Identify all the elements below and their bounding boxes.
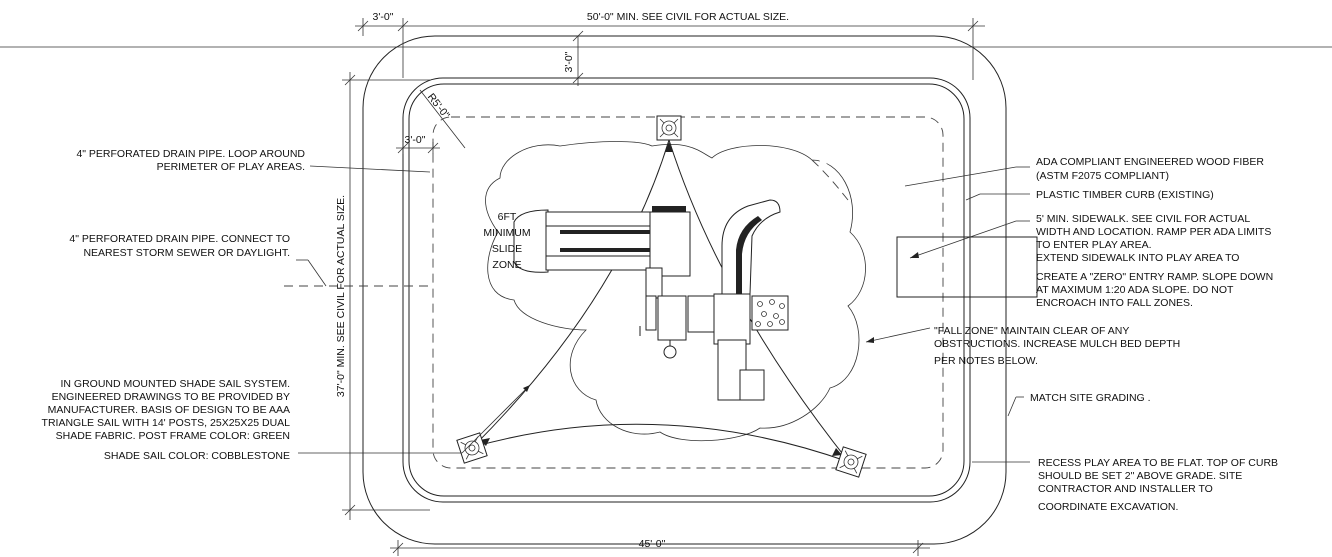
tower-connector — [687, 295, 717, 333]
spinner — [663, 345, 677, 359]
timber-curb-inner — [408, 83, 965, 497]
note-wood-fiber: ADA COMPLIANT ENGINEERED WOOD FIBER (AST… — [1036, 156, 1264, 182]
svg-text:MANUFACTURER. BASIS OF DESIGN: MANUFACTURER. BASIS OF DESIGN TO BE AAA — [48, 404, 290, 416]
svg-text:ENCROACH INTO FALL ZONES.: ENCROACH INTO FALL ZONES. — [1036, 297, 1193, 309]
shade-post-right — [835, 446, 867, 478]
sail-corner-top — [665, 142, 673, 152]
svg-text:EXTEND SIDEWALK INTO PLAY AREA: EXTEND SIDEWALK INTO PLAY AREA TO — [1036, 252, 1239, 264]
svg-text:WIDTH AND LOCATION. RAMP PER: WIDTH AND LOCATION. RAMP PER ADA LIMITS — [1036, 226, 1271, 238]
svg-text:ADA COMPLIANT ENGINEERED WOOD: ADA COMPLIANT ENGINEERED WOOD FIBER — [1036, 156, 1264, 168]
dim-curb-offset-top: 3'-0" — [563, 51, 575, 72]
svg-text:PER NOTES BELOW.: PER NOTES BELOW. — [934, 355, 1038, 367]
play-structure — [513, 199, 789, 401]
svg-text:TO ENTER PLAY AREA.: TO ENTER PLAY AREA. — [1036, 239, 1152, 251]
fall-zone-outline — [485, 141, 866, 442]
svg-text:TRIANGLE SAIL WITH 14' POSTS,: TRIANGLE SAIL WITH 14' POSTS, 25X25X25 D… — [42, 417, 291, 429]
slide-left — [513, 209, 653, 273]
svg-text:MINIMUM: MINIMUM — [483, 227, 530, 239]
svg-text:"FALL ZONE" MAINTAIN CLEAR OF: "FALL ZONE" MAINTAIN CLEAR OF ANY — [934, 325, 1129, 337]
tower-post-block — [645, 267, 663, 299]
svg-text:4" PERFORATED DRAIN PIPE. LOOP: 4" PERFORATED DRAIN PIPE. LOOP AROUND — [76, 148, 305, 160]
svg-text:5' MIN. SIDEWALK. SEE CIVIL F: 5' MIN. SIDEWALK. SEE CIVIL FOR ACTUAL — [1036, 213, 1250, 225]
sidewalk — [896, 236, 1038, 298]
timber-curb-outer — [402, 77, 971, 503]
note-grading: MATCH SITE GRADING . — [1030, 392, 1151, 404]
sail-edge-bottom — [472, 423, 850, 463]
svg-text:SLIDE: SLIDE — [492, 243, 522, 255]
play-area-boundaries — [0, 35, 1332, 545]
note-sidewalk: 5' MIN. SIDEWALK. SEE CIVIL FOR ACTUAL W… — [1036, 213, 1273, 309]
svg-text:AT MAXIMUM 1:20 ADA SLOPE. DO: AT MAXIMUM 1:20 ADA SLOPE. DO NOT — [1036, 284, 1234, 296]
tower-roof-edge — [652, 206, 686, 212]
fall-zone-gap — [819, 157, 835, 196]
shade-post-left — [456, 432, 488, 464]
right-tower-step — [739, 369, 765, 401]
svg-text:CREATE A "ZERO" ENTRY RAMP. S: CREATE A "ZERO" ENTRY RAMP. SLOPE DOWN — [1036, 271, 1273, 283]
svg-text:COORDINATE EXCAVATION.: COORDINATE EXCAVATION. — [1038, 501, 1178, 513]
fall-zone-dashed-edge — [811, 159, 849, 201]
svg-text:NEAREST STORM SEWER OR DAYLIGH: NEAREST STORM SEWER OR DAYLIGHT. — [83, 247, 290, 259]
dim-radius: R5'-0" — [425, 91, 452, 121]
slide-curved-right — [721, 199, 781, 295]
svg-text:4" PERFORATED DRAIN PIPE. CONN: 4" PERFORATED DRAIN PIPE. CONNECT TO — [69, 233, 290, 245]
dim-curb-offset-left: 3'-0" — [405, 134, 426, 146]
svg-text:RECESS PLAY AREA TO BE FLAT. T: RECESS PLAY AREA TO BE FLAT. TOP OF CURB — [1038, 457, 1278, 469]
note-drain-loop: 4" PERFORATED DRAIN PIPE. LOOP AROUND PE… — [76, 148, 305, 173]
sail-corner-right — [832, 448, 842, 456]
svg-text:SHOULD BE SET 2" ABOVE GRADE.: SHOULD BE SET 2" ABOVE GRADE. SITE — [1038, 470, 1242, 482]
svg-text:6FT: 6FT — [498, 211, 517, 223]
slide-zone-label: 6FT MINIMUM SLIDE ZONE — [483, 211, 530, 271]
tower-lower-deck — [657, 295, 687, 341]
svg-text:PLASTIC TIMBER CURB (EXISTING): PLASTIC TIMBER CURB (EXISTING) — [1036, 189, 1214, 201]
dim-bottom-width: 45'-0" — [639, 538, 666, 550]
sail-edge-left — [472, 139, 670, 448]
dim-overall-width: 50'-0" MIN. SEE CIVIL FOR ACTUAL SIZE. — [587, 11, 789, 23]
svg-text:MATCH SITE GRADING .: MATCH SITE GRADING . — [1030, 392, 1151, 404]
svg-text:SHADE FABRIC. POST FRAME COLO: SHADE FABRIC. POST FRAME COLOR: GREEN — [56, 430, 290, 442]
dim-overall-height: 37'-0" MIN. SEE CIVIL FOR ACTUAL SIZE. — [335, 195, 347, 397]
svg-text:CONTRACTOR AND INSTALLER TO: CONTRACTOR AND INSTALLER TO — [1038, 483, 1213, 495]
svg-text:SHADE SAIL COLOR: COBBLESTONE: SHADE SAIL COLOR: COBBLESTONE — [104, 450, 290, 462]
svg-text:OBSTRUCTIONS. INCREASE MULCH B: OBSTRUCTIONS. INCREASE MULCH BED DEPTH — [934, 338, 1180, 350]
note-shade-sail: IN GROUND MOUNTED SHADE SAIL SYSTEM. ENG… — [42, 378, 291, 462]
callout-leaders — [296, 165, 1030, 463]
site-grading-boundary — [362, 35, 1007, 545]
svg-text:(ASTM F2075 COMPLIANT): (ASTM F2075 COMPLIANT) — [1036, 170, 1169, 182]
dimension-lines — [342, 18, 985, 556]
svg-text:ZONE: ZONE — [492, 259, 521, 271]
svg-text:IN GROUND MOUNTED SHADE SAIL S: IN GROUND MOUNTED SHADE SAIL SYSTEM. — [61, 378, 290, 390]
tower-deck — [649, 211, 691, 277]
dim-top-offset: 3'-0" — [373, 11, 394, 23]
svg-text:PERIMETER OF PLAY AREAS.: PERIMETER OF PLAY AREAS. — [157, 161, 305, 173]
tower-side-panel — [645, 295, 657, 331]
note-curb: PLASTIC TIMBER CURB (EXISTING) — [1036, 189, 1214, 201]
shade-post-top — [656, 115, 682, 141]
svg-text:ENGINEERED DRAWINGS TO BE PRO: ENGINEERED DRAWINGS TO BE PROVIDED BY — [52, 391, 290, 403]
right-tower-deck — [713, 293, 751, 345]
drain-pipe-loop — [432, 116, 944, 469]
note-recess: RECESS PLAY AREA TO BE FLAT. TOP OF CURB… — [1038, 457, 1278, 513]
climbing-wall — [751, 295, 789, 331]
note-drain-connect: 4" PERFORATED DRAIN PIPE. CONNECT TO NEA… — [69, 233, 290, 259]
note-fall-zone: "FALL ZONE" MAINTAIN CLEAR OF ANY OBSTRU… — [934, 325, 1180, 367]
